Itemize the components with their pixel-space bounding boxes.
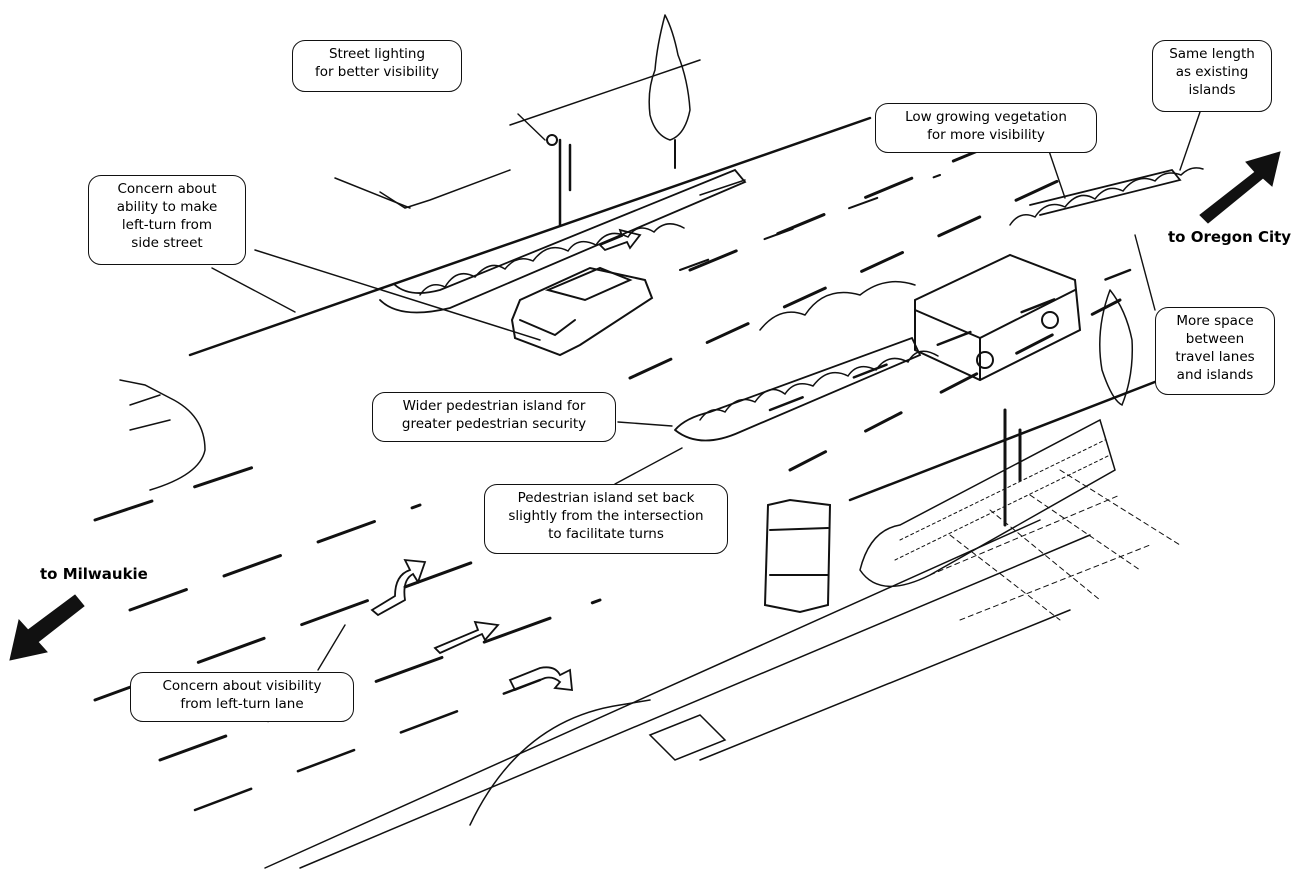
- tree: [1099, 289, 1134, 407]
- right-arrow: [508, 666, 574, 692]
- median-island-left: [379, 168, 747, 314]
- crosswalk-box: [648, 714, 727, 761]
- callout-leader: [1134, 234, 1156, 311]
- callout-left-turn-visibility: Concern about visibility from left-turn …: [130, 672, 354, 722]
- median-vegetation: [699, 350, 939, 421]
- turn-arrow: [598, 228, 642, 252]
- callout-more-space: More space between travel lanes and isla…: [1155, 307, 1275, 395]
- lane-marking: [93, 458, 277, 522]
- turn-arrow: [370, 558, 427, 617]
- label-to-oregon-city: to Oregon City: [1168, 228, 1292, 246]
- median-vegetation: [759, 280, 916, 331]
- median-vegetation: [1009, 167, 1204, 226]
- tree: [648, 14, 691, 141]
- island-hatch: [894, 454, 1111, 561]
- callout-island-setback: Pedestrian island set back slightly from…: [484, 484, 728, 554]
- callout-leader: [211, 267, 296, 313]
- median-vegetation: [419, 223, 685, 296]
- curb: [129, 394, 161, 406]
- callout-street-lighting: Street lighting for better visibility: [292, 40, 462, 92]
- median-island-lower: [859, 418, 1116, 587]
- arrow-to-oregon-city: [1199, 151, 1281, 224]
- road-edge: [299, 534, 1091, 869]
- lane-marking: [688, 148, 982, 272]
- curb-curve: [469, 699, 651, 826]
- lane-marking: [93, 543, 522, 702]
- arrow-to-milwaukie: [9, 594, 85, 661]
- curb: [129, 419, 171, 431]
- side-street-edge: [699, 179, 746, 196]
- straight-arrow: [433, 620, 500, 655]
- label-to-milwaukie: to Milwaukie: [40, 565, 148, 583]
- callout-leader: [517, 113, 546, 141]
- callout-leader: [617, 421, 673, 427]
- callout-left-turn-side-street: Concern about ability to make left-turn …: [88, 175, 246, 265]
- callout-same-length: Same length as existing islands: [1152, 40, 1272, 112]
- lane-marking: [788, 298, 1122, 472]
- island-hatch: [899, 439, 1106, 541]
- street-light-lamp: [546, 134, 558, 146]
- side-street-edge: [254, 249, 541, 341]
- curb-curve: [119, 379, 206, 491]
- median-island-right: [1029, 168, 1182, 216]
- callout-wider-island: Wider pedestrian island for greater pede…: [372, 392, 616, 442]
- lane-marking: [128, 503, 422, 612]
- callout-leader: [1179, 111, 1201, 171]
- median-island-center: [674, 336, 922, 442]
- lane-marking: [628, 178, 1062, 380]
- crosswalk-grid: [929, 469, 1181, 621]
- callout-leader: [614, 447, 683, 485]
- truck: [914, 253, 1082, 382]
- callout-leader: [317, 624, 346, 671]
- lane-marking: [768, 268, 1132, 412]
- side-street-edge: [509, 59, 701, 126]
- lane-marking: [158, 598, 602, 762]
- side-street-edge: [379, 169, 511, 209]
- road-edge: [264, 519, 1041, 869]
- car: [510, 266, 654, 357]
- callout-leader: [1047, 147, 1066, 199]
- callout-low-vegetation: Low growing vegetation for more visibili…: [875, 103, 1097, 153]
- road-edge: [188, 116, 872, 357]
- road-edge: [699, 609, 1071, 761]
- car: [763, 498, 832, 614]
